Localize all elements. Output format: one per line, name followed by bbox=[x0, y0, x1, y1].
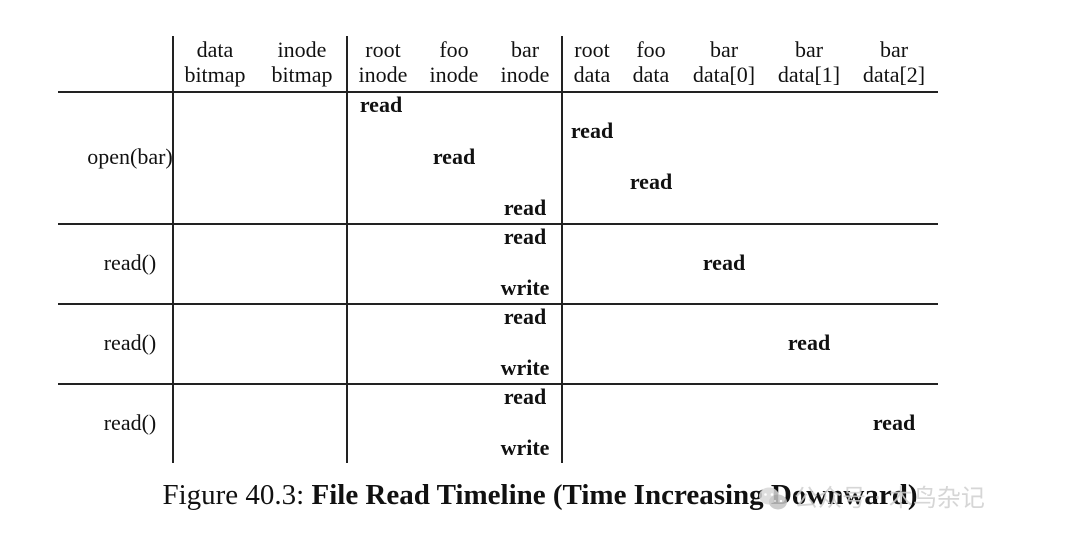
column-header: root bbox=[574, 37, 610, 62]
column-header: root bbox=[365, 37, 401, 62]
column-header: foo bbox=[439, 37, 469, 62]
column-header: bar bbox=[794, 37, 824, 62]
io-op-read: read bbox=[570, 117, 614, 143]
io-op-read: read bbox=[503, 195, 547, 220]
header-rule bbox=[58, 91, 938, 93]
column-header: bar bbox=[709, 37, 739, 62]
column-header: data bbox=[632, 62, 670, 87]
watermark: 公众号 · 木鸟杂记 bbox=[758, 478, 985, 513]
column-divider bbox=[561, 36, 563, 463]
io-op-write: write bbox=[500, 435, 550, 460]
column-header: data[1] bbox=[777, 62, 841, 87]
io-op-read: read bbox=[629, 169, 673, 195]
io-op-write: write bbox=[500, 355, 550, 380]
group-divider bbox=[58, 303, 938, 305]
io-op-read: read bbox=[702, 249, 746, 275]
column-divider bbox=[346, 36, 348, 463]
figure-caption: Figure 40.3: File Read Timeline (Time In… bbox=[0, 478, 1080, 512]
column-header: data bbox=[196, 37, 234, 62]
column-header: data[0] bbox=[692, 62, 756, 87]
io-op-write: write bbox=[500, 275, 550, 300]
io-op-read: read bbox=[432, 143, 476, 169]
io-op-read: read bbox=[872, 409, 916, 435]
operation-label: read() bbox=[103, 409, 157, 435]
column-header: bitmap bbox=[271, 62, 333, 87]
operation-label: open(bar) bbox=[87, 143, 173, 169]
operation-label: read() bbox=[103, 329, 157, 355]
io-op-read: read bbox=[787, 329, 831, 355]
column-header: data[2] bbox=[862, 62, 926, 87]
group-divider bbox=[58, 383, 938, 385]
column-header: bitmap bbox=[184, 62, 246, 87]
column-header: foo bbox=[636, 37, 666, 62]
column-header: inode bbox=[358, 62, 408, 87]
column-header: inode bbox=[277, 37, 327, 62]
column-header: bar bbox=[510, 37, 540, 62]
column-header: inode bbox=[429, 62, 479, 87]
column-header: bar bbox=[879, 37, 909, 62]
io-op-read: read bbox=[503, 384, 547, 409]
caption-title: File Read Timeline (Time Increasing Down… bbox=[311, 479, 918, 511]
io-op-read: read bbox=[503, 304, 547, 329]
column-header: inode bbox=[500, 62, 550, 87]
io-op-read: read bbox=[503, 224, 547, 249]
wechat-icon bbox=[759, 487, 787, 510]
column-header: data bbox=[573, 62, 611, 87]
operation-label: read() bbox=[103, 249, 157, 275]
caption-prefix: Figure 40.3: bbox=[162, 479, 312, 511]
group-divider bbox=[58, 223, 938, 225]
watermark-text: 公众号 · 木鸟杂记 bbox=[794, 484, 985, 512]
io-op-read: read bbox=[359, 92, 403, 117]
column-divider bbox=[172, 36, 174, 463]
